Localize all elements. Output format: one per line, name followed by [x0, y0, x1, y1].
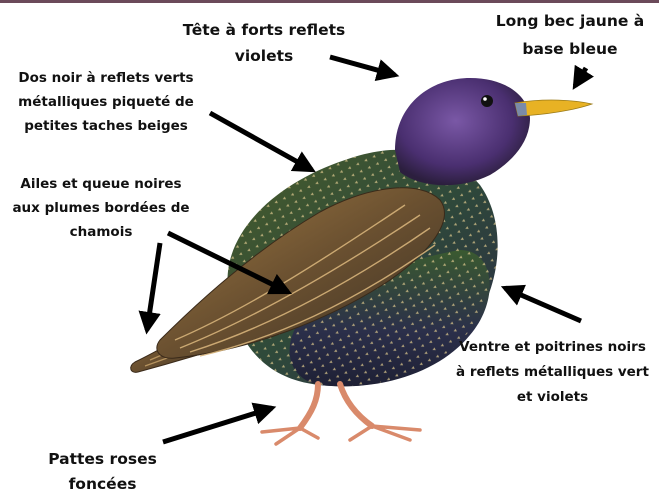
label-wings: Ailes et queue noires aux plumes bordées…	[2, 172, 200, 244]
label-head: Tête à forts reflets violets	[178, 17, 350, 69]
label-belly: Ventre et poitrines noirs à reflets méta…	[450, 335, 655, 410]
arrow-beak	[575, 68, 586, 86]
label-beak: Long bec jaune à base bleue	[490, 7, 650, 63]
label-feet: Pattes roses foncées	[35, 447, 170, 497]
bird-head	[395, 78, 530, 185]
label-back: Dos noir à reflets verts métalliques piq…	[6, 66, 206, 138]
arrow-tail	[147, 243, 160, 330]
arrow-belly	[505, 288, 581, 321]
bird-eye	[481, 95, 493, 107]
arrow-back	[210, 113, 312, 170]
bird-legs	[300, 384, 372, 428]
bird-feet	[262, 426, 420, 444]
arrow-feet	[163, 408, 272, 442]
